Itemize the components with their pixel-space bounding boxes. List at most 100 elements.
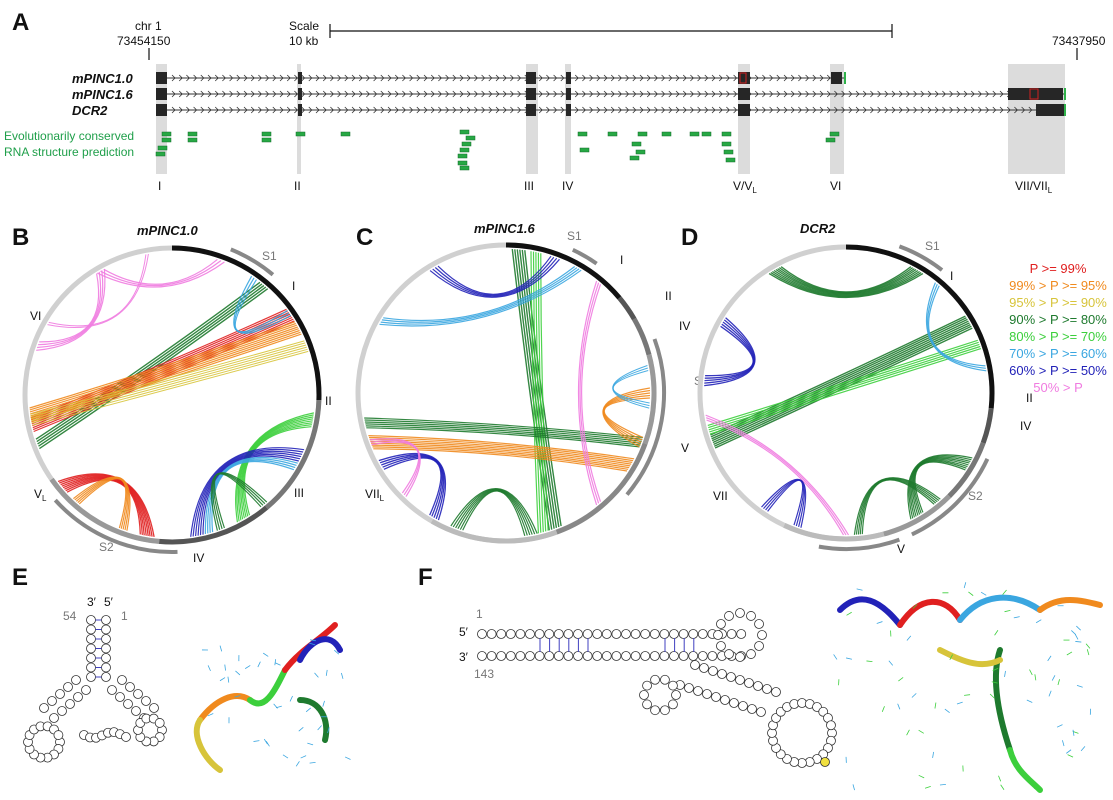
base-stick	[1073, 730, 1074, 736]
conserved-block	[188, 138, 197, 142]
base-stick	[882, 706, 884, 712]
nucleotide	[102, 663, 111, 672]
panel-a-letter: A	[12, 9, 29, 36]
conserved-block	[702, 132, 711, 136]
b-label-iv: IV	[193, 551, 204, 565]
c-label-iv: IV	[679, 319, 690, 333]
base-stick	[1001, 785, 1004, 790]
nucleotide	[712, 693, 721, 702]
nucleotide	[716, 642, 725, 651]
ribbon-segment	[996, 650, 1010, 750]
base-stick	[326, 670, 327, 676]
base-stick	[957, 702, 963, 704]
base-stick	[912, 693, 916, 697]
conserved-block	[830, 132, 839, 136]
base-stick	[1075, 634, 1078, 639]
nucleotide	[651, 706, 660, 715]
legend-entry: P >= 99%	[1030, 261, 1087, 276]
nucleotide	[643, 681, 652, 690]
nucleotide	[668, 700, 677, 709]
nucleotide	[736, 676, 745, 685]
nucleotide	[700, 664, 709, 673]
nucleotide	[670, 630, 679, 639]
base-stick	[1003, 590, 1007, 595]
base-stick	[274, 704, 278, 709]
base-stick	[907, 730, 910, 735]
nucleotide	[727, 673, 736, 682]
ribbon-segment	[840, 599, 900, 625]
nucleotide	[102, 644, 111, 653]
ribbon-segment	[300, 700, 326, 740]
nucleotide	[72, 676, 81, 685]
d-label-vii: VII	[713, 489, 728, 503]
nucleotide	[730, 699, 739, 708]
base-stick	[846, 658, 852, 659]
conserved-block	[636, 150, 645, 154]
base-stick	[1052, 675, 1055, 680]
ribbon-segment	[1010, 750, 1040, 790]
base-stick	[1057, 725, 1062, 728]
base-stick	[310, 762, 316, 763]
conserved-block	[462, 142, 471, 146]
base-stick	[1087, 649, 1089, 655]
circle-plot-mpinc16	[358, 245, 664, 541]
base-stick	[228, 677, 229, 683]
nucleotide	[102, 616, 111, 625]
d-label-s2: S2	[968, 489, 983, 503]
nucleotide	[574, 630, 583, 639]
f-end3: 3′	[459, 650, 469, 664]
nucleotide	[102, 625, 111, 634]
base-stick	[898, 677, 903, 681]
exon-label-vii: VII/VIIL	[1015, 179, 1053, 195]
conserved-block	[458, 154, 467, 158]
base-stick	[235, 671, 239, 675]
b-label-i: I	[292, 279, 295, 293]
exon-label-iv: IV	[562, 179, 573, 193]
base-stick	[919, 775, 924, 778]
base-stick	[1067, 652, 1072, 655]
nucleotide	[727, 630, 736, 639]
nucleotide	[535, 630, 544, 639]
ribbon-segment	[197, 720, 220, 770]
nucleotide	[747, 650, 756, 659]
highlighted-nucleotide	[821, 758, 830, 767]
coord-left: 73454150	[117, 34, 171, 48]
nucleotide	[748, 705, 757, 714]
b-label-vi: VI	[30, 309, 41, 323]
exon-block	[298, 88, 302, 100]
base-stick	[345, 757, 350, 760]
nucleotide	[526, 630, 535, 639]
nucleotide	[478, 652, 487, 661]
nucleotide	[593, 652, 602, 661]
nucleotide	[651, 675, 660, 684]
panel-c-title: mPINC1.6	[474, 221, 535, 236]
nucleotide	[725, 650, 734, 659]
nucleotide	[718, 670, 727, 679]
base-stick	[296, 761, 299, 766]
nucleotide	[745, 679, 754, 688]
base-stick	[866, 661, 872, 662]
legend-entry: 95% > P >= 90%	[1009, 295, 1107, 310]
conserved-block	[296, 132, 305, 136]
base-stick	[1029, 670, 1032, 675]
e-end3: 3′	[87, 595, 97, 609]
c-label-vii: VIIL	[365, 487, 385, 503]
legend-entry: 60% > P >= 50%	[1009, 363, 1107, 378]
panel-b-letter: B	[12, 224, 29, 251]
base-stick	[847, 612, 852, 615]
base-stick	[995, 630, 998, 635]
base-stick	[877, 622, 883, 624]
nucleotide	[48, 697, 57, 706]
nucleotide	[708, 652, 717, 661]
conserved-block	[466, 136, 475, 140]
isoform-track-2	[156, 88, 1066, 100]
exon-block	[526, 72, 536, 84]
conserved-block	[722, 132, 731, 136]
base-stick	[1014, 617, 1020, 618]
b-label-s1: S1	[262, 249, 277, 263]
nucleotide	[126, 683, 135, 692]
nucleotide	[56, 690, 65, 699]
base-stick	[964, 582, 966, 588]
panel-c-letter: C	[356, 224, 373, 251]
nucleotide	[87, 635, 96, 644]
